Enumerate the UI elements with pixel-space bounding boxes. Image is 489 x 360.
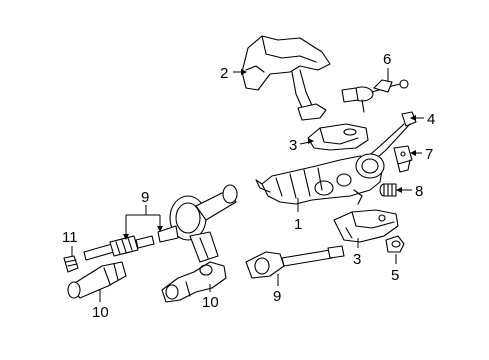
part-5-fitting <box>385 235 405 253</box>
callout-7: 7 <box>425 146 433 163</box>
callout-3-lower: 3 <box>353 251 361 268</box>
callout-3-upper: 3 <box>289 137 297 154</box>
leader-9a <box>125 214 161 236</box>
part-10-left-coupler <box>67 261 127 299</box>
callout-2: 2 <box>220 65 228 82</box>
callout-4: 4 <box>427 111 435 128</box>
callout-11: 11 <box>62 229 78 246</box>
part-9-left-shaft <box>83 235 155 261</box>
callout-9-center: 9 <box>273 288 281 305</box>
callout-6: 6 <box>383 51 391 68</box>
callout-8: 8 <box>415 183 423 200</box>
part-upper-u-joint <box>157 184 238 263</box>
part-11-bolt <box>63 255 79 273</box>
part-7-switch <box>393 145 413 173</box>
callout-10-left: 10 <box>92 304 109 321</box>
part-3-lower-shroud <box>333 209 399 243</box>
callout-1: 1 <box>294 216 302 233</box>
part-3-upper-shroud <box>307 123 369 151</box>
callout-9-left: 9 <box>141 189 149 206</box>
part-8-bolt <box>379 183 397 197</box>
leader-lines <box>71 68 424 302</box>
callout-5: 5 <box>391 267 399 284</box>
callout-10-center: 10 <box>202 294 219 311</box>
part-2-cover <box>241 35 331 121</box>
part-9-center-shaft <box>245 245 345 279</box>
part-10-center-joint <box>161 261 227 303</box>
part-1-column <box>255 153 385 205</box>
part-6-switch <box>341 79 409 113</box>
